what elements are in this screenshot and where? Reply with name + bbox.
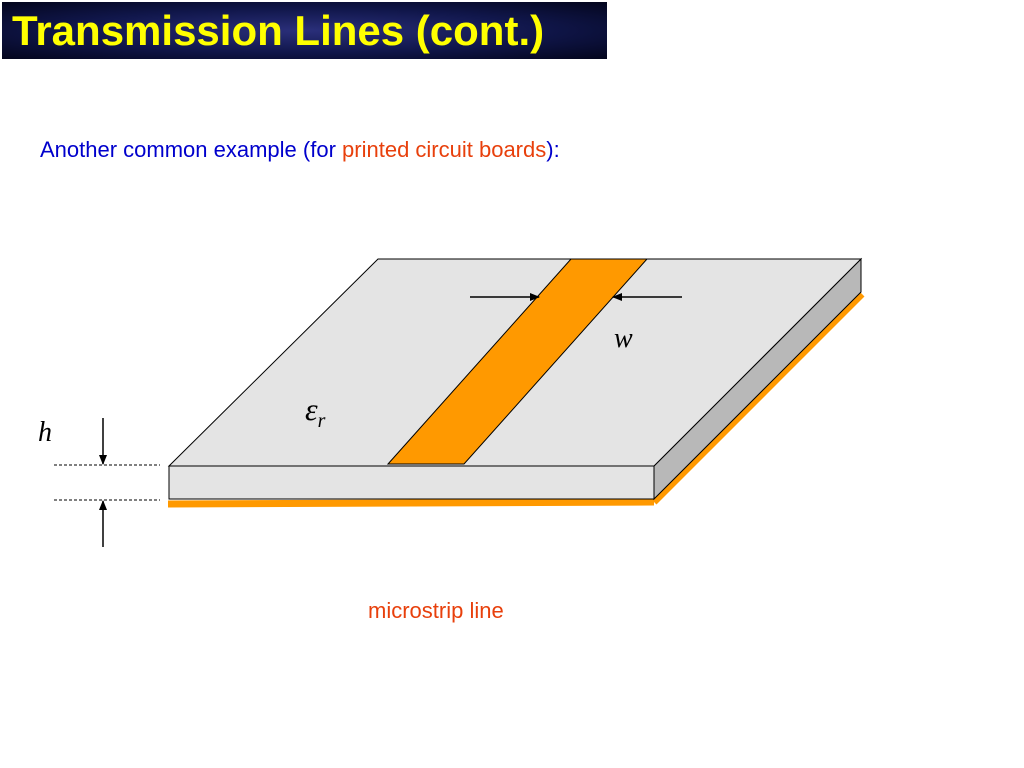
diagram-caption: microstrip line <box>368 598 504 623</box>
substrate-front-face <box>168 465 655 500</box>
subtitle-highlight: printed circuit boards <box>342 137 547 162</box>
title-banner: Transmission Lines (cont.) <box>2 2 607 59</box>
subtitle-intro: Another common example (for <box>40 137 343 162</box>
permittivity-subscript: r <box>318 410 326 432</box>
permittivity-label: εr <box>305 391 326 432</box>
permittivity-symbol: ε <box>305 391 318 427</box>
signal-strip-conductor <box>386 258 649 465</box>
width-label: w <box>614 323 633 354</box>
subtitle: Another common example (for printed circ… <box>40 136 560 164</box>
height-label: h <box>38 417 52 448</box>
subtitle-end: ): <box>546 137 560 162</box>
ground-plane-front-edge <box>167 498 655 508</box>
ground-plane-side-edge <box>651 291 865 505</box>
slide-title: Transmission Lines (cont.) <box>12 7 545 54</box>
